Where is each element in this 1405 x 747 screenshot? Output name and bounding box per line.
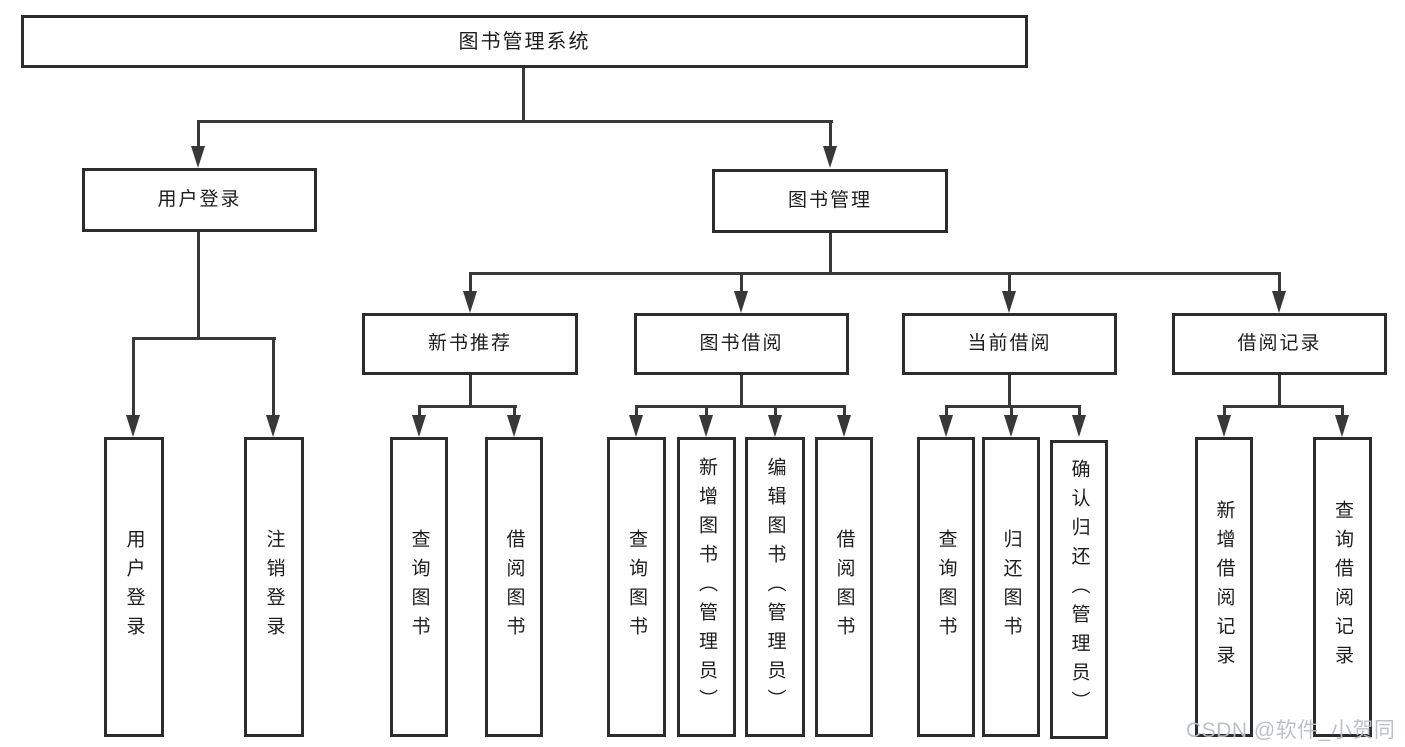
leaf-confirm-return-admin: 确认归还（管理员）	[1050, 440, 1108, 739]
arrow-down-icon	[1004, 415, 1018, 437]
connector-drop	[272, 337, 275, 417]
connector-drop	[1010, 405, 1013, 417]
connector-stem	[1278, 375, 1281, 407]
arrow-down-icon	[1002, 291, 1016, 313]
connector-drop	[513, 405, 516, 417]
connector-drop	[1008, 272, 1011, 293]
connector-root-stem	[522, 68, 525, 123]
csdn-watermark: CSDN @软件_小贺同学	[1186, 719, 1396, 742]
leaf-add-books-admin: 新增图书（管理员）	[677, 437, 736, 737]
arrow-down-icon	[768, 415, 782, 437]
leaf-borrow-books: 借阅图书	[815, 437, 873, 737]
node-user-login: 用户登录	[82, 168, 317, 232]
node-library-management-system: 图书管理系统	[21, 15, 1028, 68]
connector-drop	[774, 405, 777, 417]
arrow-down-icon	[1217, 415, 1231, 437]
connector-stem	[469, 375, 472, 407]
arrow-down-icon	[1072, 415, 1086, 437]
node-book-borrowing: 图书借阅	[634, 313, 849, 375]
arrow-down-icon	[734, 291, 748, 313]
connector-drop	[829, 120, 832, 148]
arrow-down-icon	[939, 415, 953, 437]
connector-drop	[1223, 405, 1226, 417]
arrow-down-icon	[699, 415, 713, 437]
arrow-down-icon	[837, 415, 851, 437]
connector-book-mgmt-stem	[829, 233, 832, 274]
arrow-down-icon	[266, 415, 280, 437]
connector-stem	[740, 375, 743, 407]
node-current-borrowing: 当前借阅	[902, 313, 1117, 375]
arrow-down-icon	[412, 415, 426, 437]
leaf-edit-books-admin: 编辑图书（管理员）	[745, 437, 805, 737]
leaf-query-books: 查询图书	[917, 437, 975, 737]
connector-user-login-stem	[197, 232, 200, 339]
arrow-down-icon	[463, 291, 477, 313]
connector-rail	[635, 405, 846, 408]
connector-drop	[705, 405, 708, 417]
connector-drop	[1341, 405, 1344, 417]
connector-drop	[1278, 272, 1281, 293]
leaf-user-login: 用户登录	[104, 437, 164, 737]
leaf-query-books: 查询图书	[607, 437, 666, 737]
connector-drop	[418, 405, 421, 417]
arrow-down-icon	[191, 146, 205, 168]
connector-book-mgmt-rail	[469, 272, 1281, 275]
leaf-query-books: 查询图书	[390, 437, 448, 737]
node-book-management: 图书管理	[712, 169, 948, 233]
arrow-down-icon	[1272, 291, 1286, 313]
arrow-down-icon	[629, 415, 643, 437]
connector-drop	[945, 405, 948, 417]
arrow-down-icon	[823, 146, 837, 168]
leaf-borrow-books: 借阅图书	[485, 437, 543, 737]
connector-drop	[635, 405, 638, 417]
connector-drop	[197, 120, 200, 148]
arrow-down-icon	[507, 415, 521, 437]
connector-root-rail	[197, 120, 833, 123]
arrow-down-icon	[1335, 415, 1349, 437]
connector-rail	[1223, 405, 1344, 408]
connector-drop	[1078, 405, 1081, 417]
leaf-logout: 注销登录	[244, 437, 304, 737]
connector-drop	[740, 272, 743, 293]
node-borrowing-records: 借阅记录	[1172, 313, 1387, 375]
connector-rail	[945, 405, 1081, 408]
connector-drop	[469, 272, 472, 293]
connector-drop	[132, 337, 135, 417]
connector-drop	[843, 405, 846, 417]
node-new-book-recommendation: 新书推荐	[362, 313, 578, 375]
leaf-add-borrow-record: 新增借阅记录	[1195, 437, 1253, 737]
connector-rail	[418, 405, 517, 408]
connector-stem	[1008, 375, 1011, 407]
connector-user-login-rail	[132, 337, 276, 340]
leaf-return-books: 归还图书	[982, 437, 1040, 737]
leaf-query-borrow-record: 查询借阅记录	[1313, 437, 1372, 737]
arrow-down-icon	[126, 415, 140, 437]
